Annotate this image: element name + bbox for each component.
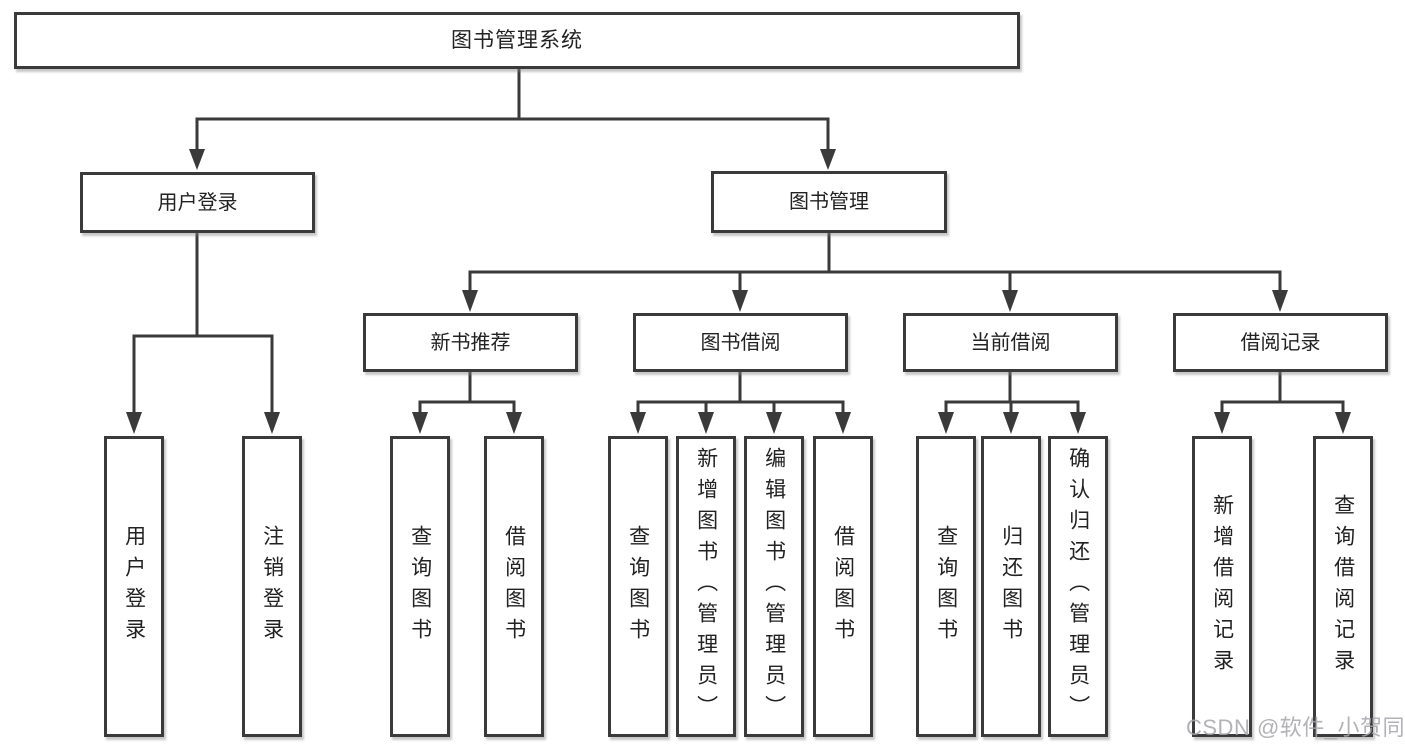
arrow-icon (126, 412, 142, 434)
node-book-borrow: 图书借阅 (633, 313, 848, 372)
arrow-icon (1003, 412, 1019, 434)
arrow-icon (189, 149, 205, 170)
arrow-icon (732, 290, 748, 312)
arrow-icon (766, 412, 782, 434)
arrow-icon (835, 412, 851, 434)
leaf-borrow-book-1: 借阅图书 (484, 436, 544, 737)
csdn-watermark: CSDN @软件_小贺同学 (1186, 715, 1405, 740)
leaf-query-book-3: 查询图书 (916, 436, 976, 737)
arrow-icon (1214, 412, 1230, 434)
connector-newbook-to-leaves (418, 372, 516, 413)
arrow-icon (1335, 412, 1351, 434)
node-book-management: 图书管理 (711, 171, 947, 233)
arrow-icon (630, 412, 646, 434)
connector-root-to-level2 (195, 69, 830, 151)
connector-userlogin-to-leaves (132, 233, 274, 412)
node-new-book-recommend: 新书推荐 (363, 313, 578, 372)
leaf-logout: 注销登录 (242, 436, 302, 737)
node-library-management-system: 图书管理系统 (14, 12, 1020, 69)
arrow-icon (462, 290, 478, 312)
arrow-icon (820, 149, 836, 170)
arrow-icon (264, 412, 280, 434)
node-borrow-records: 借阅记录 (1173, 313, 1388, 372)
leaf-query-book-2: 查询图书 (608, 436, 668, 737)
leaf-edit-book-admin: 编辑图书（管理员） (744, 436, 804, 737)
arrow-icon (938, 412, 954, 434)
leaf-user-login: 用户登录 (104, 436, 164, 737)
leaf-add-borrow-record: 新增借阅记录 (1192, 436, 1252, 737)
arrow-icon (1002, 290, 1018, 312)
arrow-icon (1070, 412, 1086, 434)
arrow-icon (698, 412, 714, 434)
arrow-icon (506, 412, 522, 434)
arrow-icon (412, 412, 428, 434)
leaf-confirm-return-admin: 确认归还（管理员） (1048, 436, 1108, 737)
node-current-borrow: 当前借阅 (903, 313, 1118, 372)
connector-bookmgmt-to-level3 (468, 233, 1282, 292)
leaf-return-book: 归还图书 (981, 436, 1041, 737)
connector-bookborrow-to-leaves (636, 372, 845, 413)
leaf-borrow-book-2: 借阅图书 (813, 436, 873, 737)
leaf-query-book-1: 查询图书 (390, 436, 450, 737)
connector-borrowrecord-to-leaves (1220, 372, 1345, 413)
leaf-query-borrow-record: 查询借阅记录 (1313, 436, 1373, 737)
arrow-icon (1272, 290, 1288, 312)
node-user-login: 用户登录 (80, 172, 315, 233)
leaf-add-book-admin: 新增图书（管理员） (676, 436, 736, 737)
connector-currentborrow-to-leaves (944, 372, 1080, 413)
